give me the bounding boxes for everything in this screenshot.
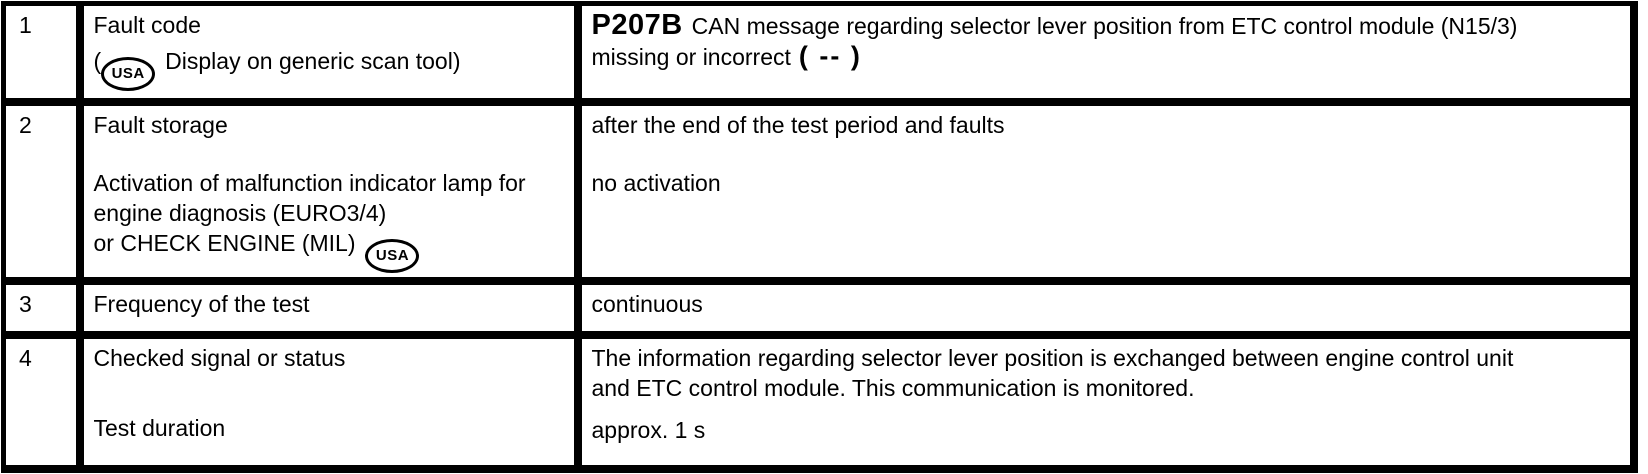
fault-code-label: Fault code bbox=[93, 12, 201, 38]
fault-description: CAN message regarding selector lever pos… bbox=[691, 13, 1518, 39]
mil-activation-label-line1: Activation of malfunction indicator lamp… bbox=[93, 170, 526, 196]
fault-code-value-line1: P207B CAN message regarding selector leve… bbox=[592, 10, 1624, 41]
checked-signal-label: Checked signal or status bbox=[93, 345, 346, 371]
fault-code-value-line2: missing or incorrect ( -- ) bbox=[592, 41, 1624, 72]
dash-placeholder: ( -- ) bbox=[798, 41, 862, 71]
scan-tool-note-text: Display on generic scan tool) bbox=[165, 48, 461, 74]
test-frequency-value-cell: continuous bbox=[573, 277, 1638, 339]
usa-icon: USA bbox=[101, 57, 156, 91]
row-number-cell: 1 bbox=[1, 1, 84, 106]
open-paren: ( bbox=[93, 48, 102, 74]
check-engine-text: or CHECK ENGINE (MIL) bbox=[93, 230, 356, 256]
row-number-cell: 2 bbox=[1, 98, 84, 285]
table-row-fault-storage: 2 Fault storage Activation of malfunctio… bbox=[1, 98, 1638, 285]
fault-code-label-cell: Fault code (USA Display on generic scan t… bbox=[75, 1, 582, 106]
table-row-checked-signal: 4 Checked signal or status Test duration… bbox=[1, 331, 1638, 473]
checked-signal-value-cell: The information regarding selector lever… bbox=[573, 331, 1638, 473]
table-row-fault-code: 1 Fault code (USA Display on generic scan… bbox=[1, 1, 1638, 106]
mil-activation-value: no activation bbox=[591, 170, 721, 196]
test-frequency-value: continuous bbox=[591, 291, 703, 317]
test-frequency-label-cell: Frequency of the test bbox=[75, 277, 582, 339]
fault-code-value-cell: P207B CAN message regarding selector leve… bbox=[573, 1, 1638, 106]
test-frequency-label: Frequency of the test bbox=[93, 291, 310, 317]
checked-signal-label-cell: Checked signal or status Test duration bbox=[75, 331, 582, 473]
usa-icon: USA bbox=[365, 239, 420, 273]
row-number-cell: 4 bbox=[1, 331, 84, 473]
fault-description-cont: missing or incorrect bbox=[591, 44, 791, 70]
mil-activation-label-line2: engine diagnosis (EURO3/4) bbox=[93, 200, 387, 226]
fault-storage-value: after the end of the test period and fau… bbox=[591, 112, 1005, 138]
checked-signal-value-line1: The information regarding selector lever… bbox=[591, 345, 1514, 371]
row-number: 4 bbox=[19, 345, 32, 371]
mil-activation-label-line3: or CHECK ENGINE (MIL) USA bbox=[94, 228, 568, 273]
fault-storage-label-cell: Fault storage Activation of malfunction … bbox=[75, 98, 582, 285]
table-row-test-frequency: 3 Frequency of the test continuous bbox=[1, 277, 1638, 339]
checked-signal-value-line2: and ETC control module. This communicati… bbox=[591, 375, 1195, 401]
row-number: 1 bbox=[19, 12, 32, 38]
row-number: 2 bbox=[19, 112, 32, 138]
fault-storage-label: Fault storage bbox=[93, 112, 228, 138]
scan-tool-note: (USA Display on generic scan tool) bbox=[94, 46, 568, 91]
fault-code: P207B bbox=[591, 9, 683, 41]
test-duration-label: Test duration bbox=[93, 415, 226, 441]
test-duration-value: approx. 1 s bbox=[591, 417, 706, 443]
row-number: 3 bbox=[19, 291, 32, 317]
fault-storage-value-cell: after the end of the test period and fau… bbox=[573, 98, 1638, 285]
row-number-cell: 3 bbox=[1, 277, 84, 339]
